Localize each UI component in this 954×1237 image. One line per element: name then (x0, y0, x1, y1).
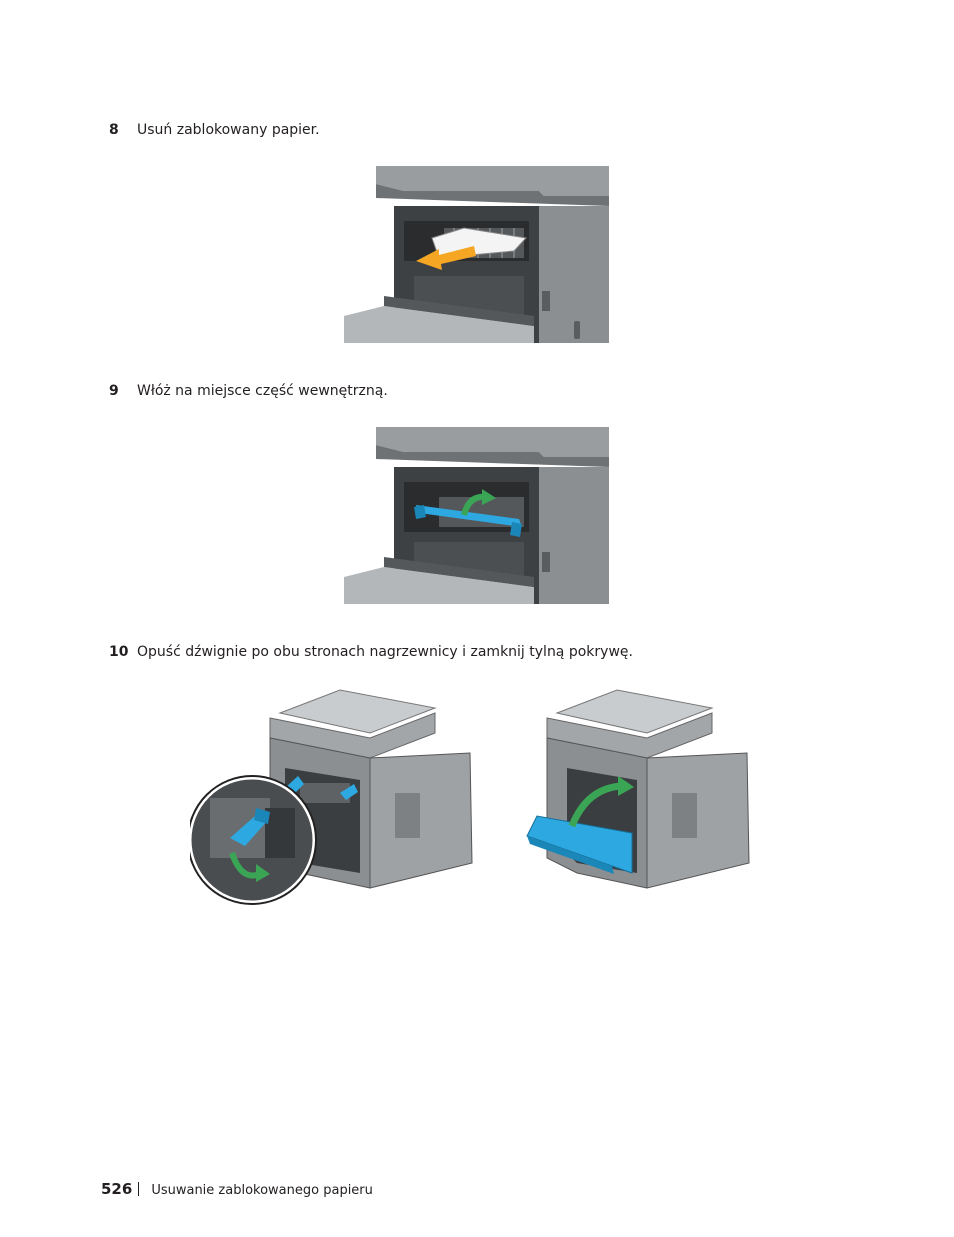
step-number: 8 (109, 122, 119, 138)
step-9: 9 Włóż na miejsce część wewnętrzną. (109, 382, 388, 400)
page-number: 526 (101, 1180, 133, 1198)
section-title: Usuwanie zablokowanego papieru (151, 1183, 373, 1198)
step-8: 8 Usuń zablokowany papier. (109, 121, 320, 139)
page-footer: 526 Usuwanie zablokowanego papieru (101, 1179, 373, 1198)
step-text: Włóż na miejsce część wewnętrzną. (137, 383, 388, 399)
illustration-reinsert-part (344, 427, 609, 604)
step-number: 9 (109, 383, 119, 399)
step-text: Opuść dźwignie po obu stronach nagrzewni… (137, 644, 633, 660)
illustration-close-rear-cover (522, 688, 762, 908)
illustration-lower-levers (190, 688, 475, 908)
step-10: 10 Opuść dźwignie po obu stronach nagrzew… (109, 643, 633, 661)
illustration-remove-paper (344, 166, 609, 343)
step-number: 10 (109, 644, 129, 660)
footer-divider (138, 1182, 140, 1196)
step-text: Usuń zablokowany papier. (137, 122, 320, 138)
